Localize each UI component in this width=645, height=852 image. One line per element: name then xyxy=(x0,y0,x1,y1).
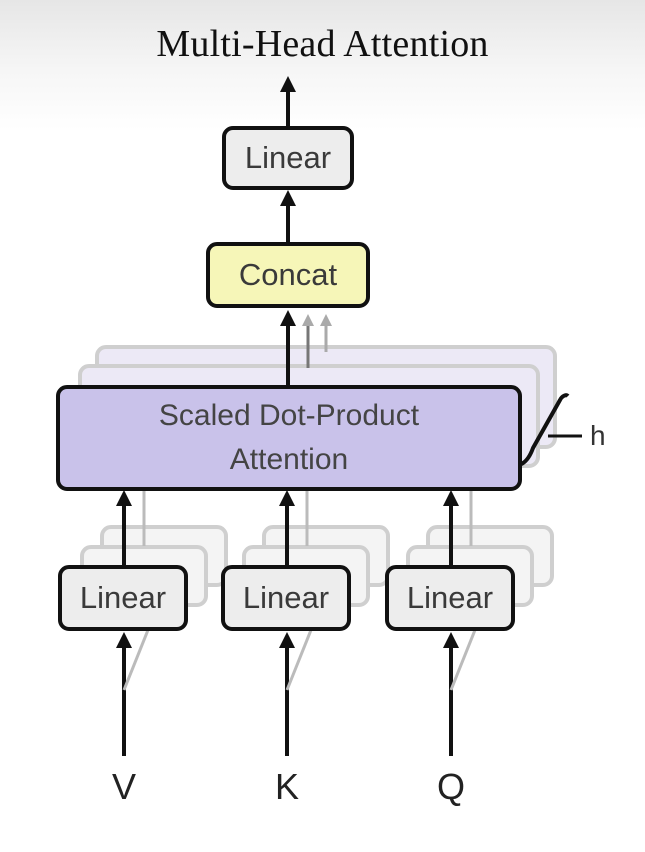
heads-count-label: h xyxy=(590,420,606,451)
linear-k-block: Linear xyxy=(221,565,351,631)
linear-k-label: Linear xyxy=(242,580,330,615)
diagram-title: Multi-Head Attention xyxy=(156,23,489,65)
output-linear-block: Linear xyxy=(222,126,354,190)
input-k-label: K xyxy=(274,766,299,807)
linear-v-label: Linear xyxy=(79,580,167,615)
input-v-label: V xyxy=(111,766,136,807)
linear-q-label: Linear xyxy=(406,580,494,615)
concat-label: Concat xyxy=(238,257,338,292)
output-linear-label: Linear xyxy=(244,140,332,175)
scaled-dot-product-attention-block: Scaled Dot-Product Attention xyxy=(56,385,522,491)
input-q-label: Q xyxy=(436,766,465,807)
attention-label-line1: Scaled Dot-Product xyxy=(158,399,420,432)
attention-label-line2: Attention xyxy=(229,443,349,476)
linear-q-block: Linear xyxy=(385,565,515,631)
concat-block: Concat xyxy=(206,242,370,308)
linear-v-block: Linear xyxy=(58,565,188,631)
